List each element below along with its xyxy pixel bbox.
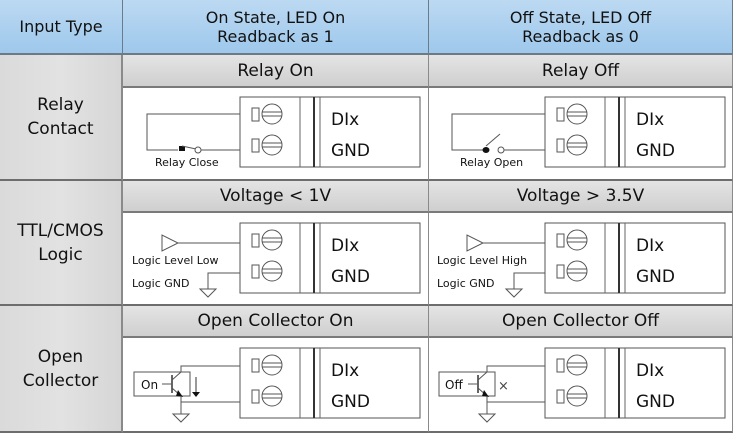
terminal-block xyxy=(239,347,421,419)
pin-dix-label: DIx xyxy=(331,361,359,381)
transistor-icon xyxy=(468,371,489,397)
subheader-voltage-low: Voltage < 1V xyxy=(123,181,429,213)
subheader-label: Relay On xyxy=(237,60,314,81)
pin-dix-label: DIx xyxy=(636,236,664,256)
row-label-open-collector: Open Collector xyxy=(0,306,123,433)
header-on-state: On State, LED On Readback as 1 xyxy=(123,0,429,55)
relay-contact-icon xyxy=(482,147,490,153)
header-on-state-line2: Readback as 1 xyxy=(217,26,334,46)
subheader-voltage-high: Voltage > 3.5V xyxy=(429,181,733,213)
subheader-label: Voltage < 1V xyxy=(219,186,332,206)
subheader-open-collector-off: Open Collector Off xyxy=(429,306,733,338)
relay-switch-open-icon xyxy=(485,133,501,147)
logic-low-circuit xyxy=(161,222,421,298)
no-current-mark-icon: × xyxy=(498,379,509,394)
row-label-line2: Logic xyxy=(38,244,83,265)
subheader-label: Open Collector On xyxy=(197,311,354,331)
header-input-type: Input Type xyxy=(0,0,123,55)
terminal-block xyxy=(239,96,421,168)
subheader-label: Open Collector Off xyxy=(502,311,659,331)
ground-icon xyxy=(172,407,190,423)
logic-level-high-caption: Logic Level High xyxy=(437,254,527,267)
relay-switch-closed-icon xyxy=(181,145,197,150)
row-label-line1: Open xyxy=(37,346,84,367)
header-off-state-line2: Readback as 0 xyxy=(522,26,639,46)
pin-gnd-label: GND xyxy=(331,267,370,287)
subheader-relay-off: Relay Off xyxy=(429,55,733,88)
relay-open-circuit xyxy=(451,96,726,168)
logic-gnd-caption: Logic GND xyxy=(437,277,494,290)
subheader-label: Voltage > 3.5V xyxy=(516,186,645,206)
terminal-block xyxy=(544,347,726,419)
pin-gnd-label: GND xyxy=(331,392,370,412)
header-on-state-line1: On State, LED On xyxy=(205,7,346,27)
logic-high-circuit xyxy=(466,222,726,298)
pin-dix-label: DIx xyxy=(331,110,359,130)
open-collector-on-circuit xyxy=(133,347,421,423)
header-off-state: Off State, LED Off Readback as 0 xyxy=(429,0,733,55)
row-label-ttl-cmos: TTL/CMOS Logic xyxy=(0,181,123,306)
row-label-line1: TTL/CMOS xyxy=(17,220,104,241)
relay-close-circuit xyxy=(146,96,421,168)
pin-dix-label: DIx xyxy=(331,236,359,256)
subheader-open-collector-on: Open Collector On xyxy=(123,306,429,338)
driver-box xyxy=(133,371,191,397)
pin-gnd-label: GND xyxy=(331,141,370,161)
open-collector-off-circuit xyxy=(438,347,726,423)
terminal-block xyxy=(544,222,726,294)
driver-box xyxy=(438,371,496,397)
relay-contact-icon xyxy=(179,146,185,151)
ground-icon xyxy=(478,407,496,423)
relay-open-caption: Relay Open xyxy=(460,156,523,169)
pin-dix-label: DIx xyxy=(636,110,664,130)
row-label-relay-contact: Relay Contact xyxy=(0,55,123,181)
subheader-relay-on: Relay On xyxy=(123,55,429,88)
pin-dix-label: DIx xyxy=(636,361,664,381)
ground-icon xyxy=(199,282,217,298)
logic-source-icon xyxy=(466,234,485,252)
subheader-label: Relay Off xyxy=(541,60,620,81)
row-label-line2: Collector xyxy=(22,370,99,391)
driver-on-label: On xyxy=(141,378,158,392)
ground-icon xyxy=(505,282,523,298)
row-label-line1: Relay xyxy=(37,95,84,115)
row-label-line2: Contact xyxy=(27,119,94,139)
terminal-block xyxy=(544,96,726,168)
logic-gnd-caption: Logic GND xyxy=(132,277,189,290)
logic-source-icon xyxy=(161,234,180,252)
header-input-type-label: Input Type xyxy=(19,17,103,36)
logic-level-low-caption: Logic Level Low xyxy=(132,254,218,267)
relay-close-caption: Relay Close xyxy=(155,156,219,169)
terminal-block xyxy=(239,222,421,294)
pin-gnd-label: GND xyxy=(636,267,675,287)
driver-off-label: Off xyxy=(445,378,463,392)
header-off-state-line1: Off State, LED Off xyxy=(509,7,652,27)
pin-gnd-label: GND xyxy=(636,141,675,161)
pin-gnd-label: GND xyxy=(636,392,675,412)
transistor-icon xyxy=(162,371,183,397)
